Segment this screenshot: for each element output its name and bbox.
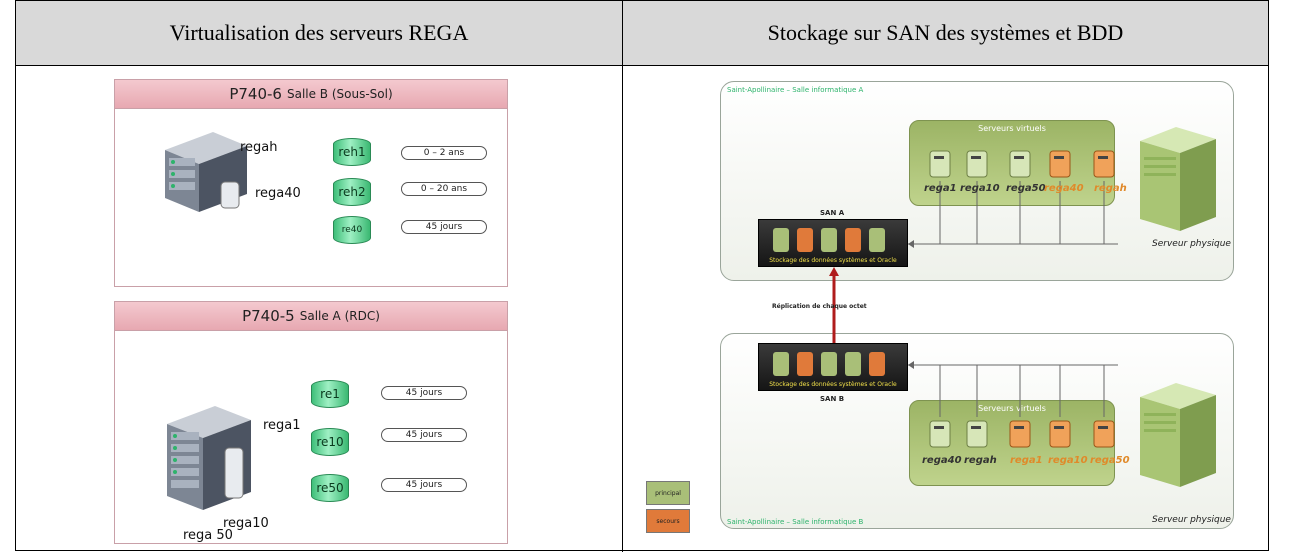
header-left: Virtualisation des serveurs REGA (16, 1, 622, 66)
server-label: regah (240, 140, 278, 155)
p740-6-title-sub: Salle B (Sous-Sol) (286, 87, 393, 101)
connection-lines (829, 181, 1118, 417)
san-b-array: Stockage des données systèmes et Oracle (758, 343, 908, 391)
physical-server-label: Serveur physique (1152, 239, 1231, 249)
site-b-label: Saint-Apollinaire – Salle informatique B (727, 518, 864, 526)
san-disks (773, 352, 885, 376)
san-caption: Stockage des données systèmes et Oracle (769, 257, 897, 264)
volume-cylinder: reh1 (333, 138, 371, 166)
volume-cylinder: re10 (311, 428, 349, 456)
retention-pill: 0 – 20 ans (401, 182, 487, 196)
vm-label: rega10 (960, 183, 1000, 194)
san-a-label: SAN A (820, 209, 845, 217)
legend-principal: principal (646, 481, 690, 505)
p740-5-title-sub: Salle A (RDC) (299, 309, 380, 323)
volume-cylinder: reh2 (333, 178, 371, 206)
server-rack-icon (165, 132, 247, 212)
header-right: Stockage sur SAN des systèmes et BDD (623, 1, 1268, 66)
virtual-servers-box: Serveurs virtuels (909, 400, 1115, 486)
san-disks (773, 228, 885, 252)
retention-pill: 45 jours (381, 478, 467, 492)
server-label: rega 50 (183, 528, 233, 543)
retention-pill: 45 jours (381, 386, 467, 400)
retention-pill: 45 jours (401, 220, 487, 234)
retention-pill: 45 jours (381, 428, 467, 442)
san-a-array: Stockage des données systèmes et Oracle (758, 219, 908, 267)
virtual-servers-title: Serveurs virtuels (978, 404, 1046, 413)
vm-label: rega10 (1048, 455, 1088, 466)
legend-secours: secours (646, 509, 690, 533)
replication-arrow-up (829, 267, 839, 276)
p740-5-title: P740-5 Salle A (RDC) (115, 302, 507, 331)
vm-label: regah (1094, 183, 1127, 194)
replication-label: Réplication de chaque octet (772, 303, 867, 310)
san-diagram: Saint-Apollinaire – Salle informatique A… (628, 71, 1258, 543)
vm-label: rega50 (1006, 183, 1046, 194)
vm-label: rega50 (1090, 455, 1130, 466)
physical-server-label: Serveur physique (1152, 515, 1231, 525)
volume-cylinder: re1 (311, 380, 349, 408)
server-label: rega10 (223, 516, 269, 531)
p740-6-panel: P740-6 Salle B (Sous-Sol) regah rega40 r… (114, 79, 508, 287)
vm-icons-a (929, 150, 1115, 178)
vm-label: rega40 (922, 455, 962, 466)
p740-6-title-main: P740-6 (229, 85, 282, 103)
vm-label: rega40 (1044, 183, 1084, 194)
column-divider (622, 1, 623, 552)
volume-cylinder: re40 (333, 216, 371, 244)
p740-6-title: P740-6 Salle B (Sous-Sol) (115, 80, 507, 109)
server-rack-icon (167, 406, 251, 510)
physical-server-icon (1140, 127, 1216, 231)
san-b-label: SAN B (820, 395, 845, 403)
p740-5-title-main: P740-5 (242, 307, 295, 325)
volume-cylinder: re50 (311, 474, 349, 502)
comparison-table: Virtualisation des serveurs REGA Stockag… (15, 0, 1269, 552)
physical-server-icon (1140, 383, 1216, 487)
vm-icons-b (929, 420, 1115, 448)
server-label: rega1 (263, 418, 301, 433)
vm-label: rega1 (1010, 455, 1043, 466)
virtual-servers-title: Serveurs virtuels (978, 124, 1046, 133)
vm-label: regah (964, 455, 997, 466)
site-a-label: Saint-Apollinaire – Salle informatique A (727, 86, 864, 94)
san-caption: Stockage des données systèmes et Oracle (769, 381, 897, 388)
server-label: rega40 (255, 186, 301, 201)
vm-label: rega1 (924, 183, 957, 194)
retention-pill: 0 – 2 ans (401, 146, 487, 160)
p740-5-panel: P740-5 Salle A (RDC) rega1 rega10 rega 5… (114, 301, 508, 544)
